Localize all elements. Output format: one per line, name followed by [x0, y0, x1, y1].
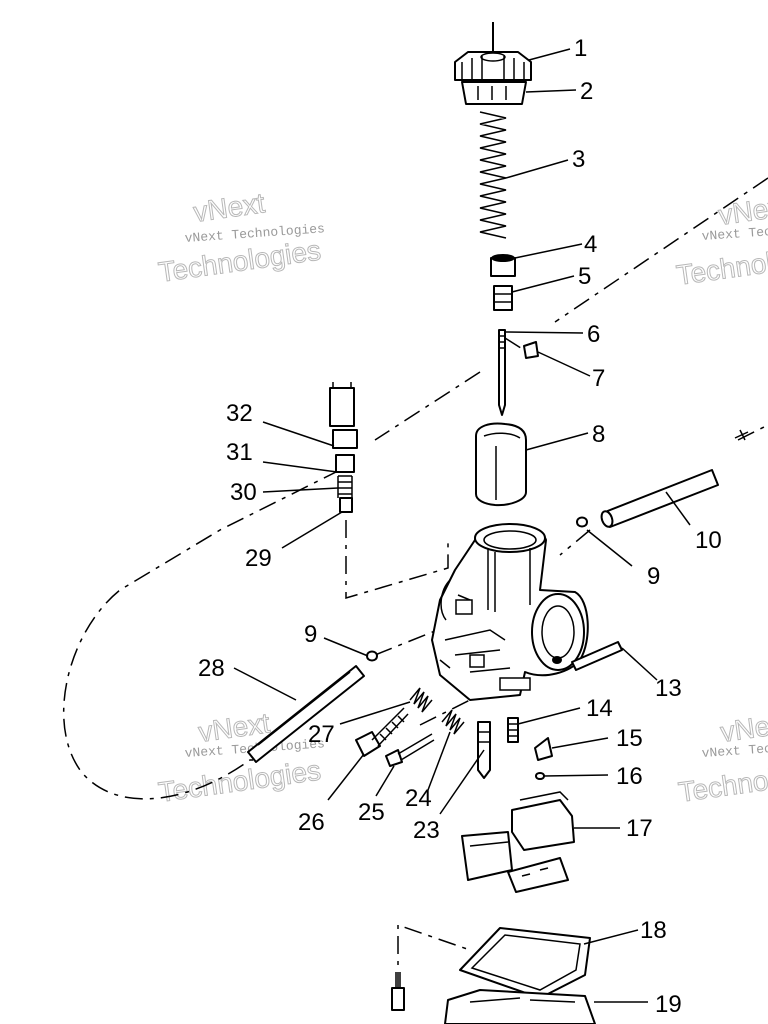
watermark-bottom-right: vNext Technologies vNext Technologies [676, 707, 768, 809]
assembly-line-clip [559, 529, 591, 556]
watermark-big-2: Technologies [677, 754, 768, 807]
callout-15: 15 [616, 725, 643, 752]
callout-3: 3 [572, 146, 585, 173]
part-24-spring [441, 709, 465, 735]
part-19-float-bowl [444, 989, 596, 1024]
part-17-float [461, 791, 575, 893]
callout-25: 25 [358, 799, 385, 826]
callout-18: 18 [640, 917, 667, 944]
part-13-rod [571, 641, 623, 671]
watermark-top-right: vNext Technologies vNext Technologies [674, 190, 768, 292]
part-31-nut [332, 429, 358, 473]
part-9-clip-left [366, 650, 378, 662]
part-4-retainer [490, 254, 516, 277]
part-15-valve [534, 737, 553, 761]
callout-29: 29 [245, 545, 272, 572]
watermark-top-left: vNext Technologies vNext Technologies [156, 187, 325, 289]
callout-17: 17 [626, 815, 653, 842]
callout-8: 8 [592, 421, 605, 448]
callout-32: 32 [226, 400, 253, 427]
callout-5: 5 [578, 263, 591, 290]
part-29-jet [339, 497, 353, 513]
callout-27: 27 [308, 721, 335, 748]
part-7-clip [504, 337, 539, 359]
callout-28: 28 [198, 655, 225, 682]
part-9-clip-right [576, 516, 588, 528]
part-27-spring [409, 687, 433, 713]
part-28-hose [247, 665, 365, 763]
callout-9-left: 9 [304, 621, 317, 648]
part-5-holder [493, 285, 513, 311]
part-14-screw [507, 717, 519, 743]
callout-24: 24 [405, 785, 432, 812]
bowl-screw [391, 972, 405, 1011]
assembly-line-clip-left [374, 624, 451, 656]
assembly-line-jet [345, 520, 449, 600]
part-30-thread [337, 475, 353, 498]
part-10-hose [600, 429, 749, 528]
assembly-line-screw [419, 699, 471, 726]
callout-31: 31 [226, 439, 253, 466]
part-16-clip [535, 772, 545, 780]
part-25-screw [385, 733, 435, 767]
assembly-line-right [737, 424, 768, 441]
callout-16: 16 [616, 763, 643, 790]
part-3-spring [479, 111, 507, 239]
part-2-ring [461, 81, 527, 105]
part-6-needle [498, 329, 506, 416]
watermark-big-2: Technologies [157, 234, 323, 287]
assembly-line-bowl [397, 923, 471, 990]
callout-labels: 1 2 3 4 5 6 7 8 9 10 9 13 14 15 16 17 18… [198, 35, 722, 1018]
assembly-lines [62, 177, 768, 990]
part-32-fitting [329, 382, 355, 427]
callout-30: 30 [230, 479, 257, 506]
part-1-cap [454, 22, 532, 81]
callout-23: 23 [413, 817, 440, 844]
callout-26: 26 [298, 809, 325, 836]
leader-lines [233, 48, 691, 1003]
callout-1: 1 [574, 35, 587, 62]
assembly-line-mid [374, 371, 481, 441]
watermark-big-1: vNext [192, 187, 267, 228]
callout-2: 2 [580, 78, 593, 105]
callout-10: 10 [695, 527, 722, 554]
callout-13: 13 [655, 675, 682, 702]
assembly-line-left-loop [62, 469, 341, 800]
part-18-gasket [459, 927, 591, 999]
callout-19: 19 [655, 991, 682, 1018]
watermark-big-2: Technologies [157, 754, 323, 807]
callout-6: 6 [587, 321, 600, 348]
part-26-screw [355, 707, 409, 757]
callout-9-right: 9 [647, 563, 660, 590]
part-8-throttle-slide [475, 422, 527, 507]
callout-7: 7 [592, 365, 605, 392]
watermark-big-2: Technologies [675, 237, 768, 290]
callout-14: 14 [586, 695, 613, 722]
assembly-line-top-right [554, 177, 768, 323]
carburetor-body [431, 523, 589, 701]
callout-4: 4 [584, 231, 597, 258]
